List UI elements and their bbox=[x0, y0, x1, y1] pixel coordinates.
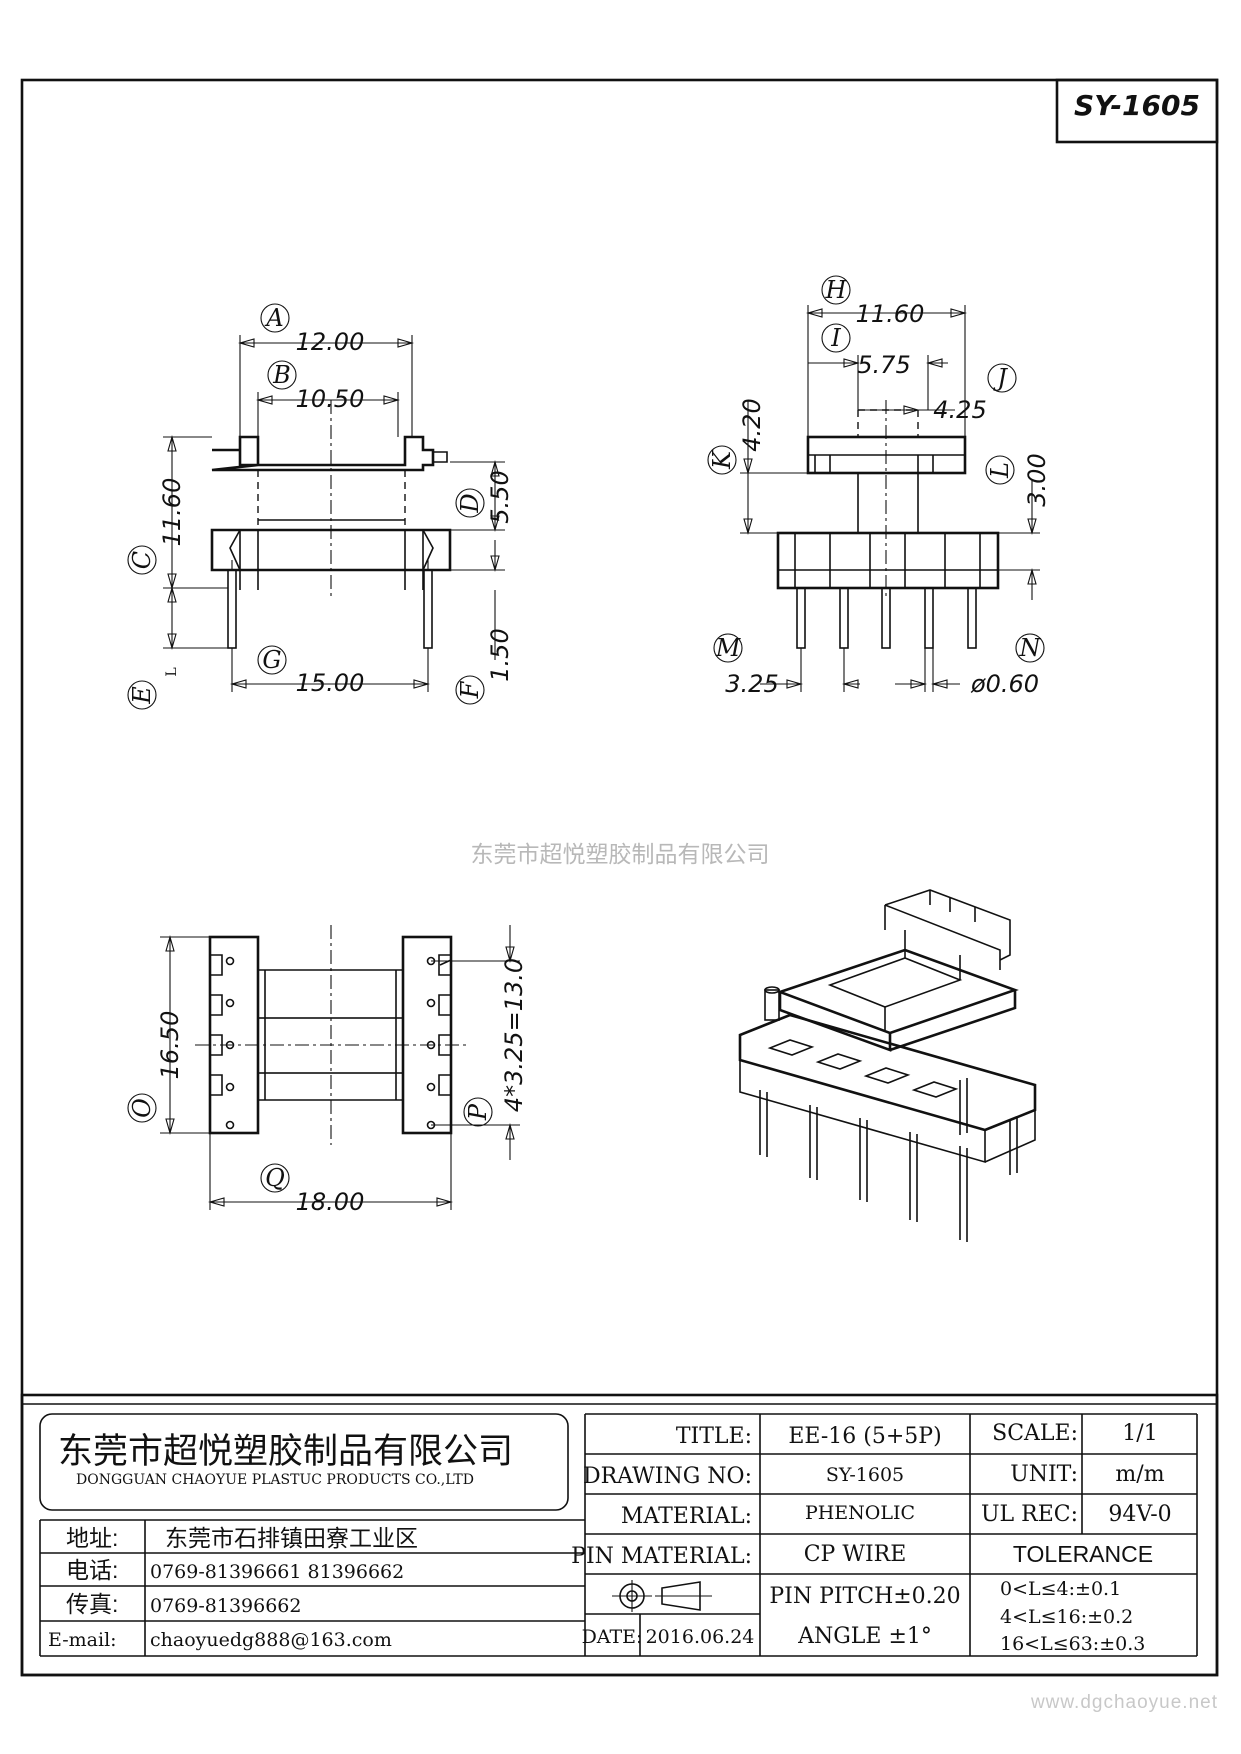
dim-G-value: 15.00 bbox=[296, 669, 365, 697]
pin-material-value: CP WIRE bbox=[804, 1542, 907, 1567]
ul-rec-value: 94V-0 bbox=[1108, 1502, 1171, 1527]
address-label: 地址: bbox=[66, 1525, 118, 1551]
label-L bbox=[985, 455, 1015, 485]
unit-label: UNIT: bbox=[1010, 1462, 1078, 1487]
dim-C-value: 11.60 bbox=[158, 478, 186, 547]
label-D-text: D bbox=[456, 493, 484, 513]
label-P-text: P bbox=[464, 1103, 492, 1121]
material-label: MATERIAL: bbox=[621, 1504, 752, 1529]
projection-symbol-icon bbox=[612, 1580, 712, 1612]
label-H bbox=[821, 275, 851, 305]
label-J bbox=[987, 363, 1017, 393]
drawing-code-box: SY-1605 bbox=[1055, 78, 1219, 144]
company-name-en: DONGGUAN CHAOYUE PLASTUC PRODUCTS CO.,LT… bbox=[76, 1472, 474, 1488]
label-L-text: L bbox=[986, 462, 1014, 479]
label-M bbox=[713, 633, 743, 663]
company-name-cn: 东莞市超悦塑胶制品有限公司 bbox=[58, 1432, 513, 1472]
label-K bbox=[707, 445, 737, 475]
dim-K-value: 4.20 bbox=[738, 398, 766, 451]
dim-L-value: 3.00 bbox=[1023, 453, 1051, 506]
label-O-text: O bbox=[128, 1098, 156, 1118]
ul-rec-label: UL REC: bbox=[981, 1502, 1078, 1527]
side-view: 11.60 H 5.75 I 4.25 J 4.20 K 3.00 L 3.25… bbox=[707, 275, 1051, 698]
label-D bbox=[455, 488, 485, 518]
email-label: E-mail: bbox=[48, 1629, 117, 1651]
label-A bbox=[260, 303, 290, 333]
address: 东莞市石排镇田寮工业区 bbox=[165, 1525, 418, 1551]
label-A-text: A bbox=[264, 304, 283, 332]
phone: 0769-81396661 81396662 bbox=[150, 1561, 404, 1583]
angle-tolerance: ANGLE ±1° bbox=[797, 1624, 932, 1649]
website-url: www.dgchaoyue.net bbox=[1030, 1692, 1218, 1713]
dim-B-value: 10.50 bbox=[296, 385, 365, 413]
label-O bbox=[127, 1093, 157, 1123]
fax: 0769-81396662 bbox=[150, 1595, 301, 1617]
phone-label: 电话: bbox=[66, 1557, 118, 1583]
front-view: 12.00 A 10.50 B 11.60 C L E 5.50 D 1.50 … bbox=[127, 303, 514, 710]
dim-D-value: 5.50 bbox=[486, 470, 514, 523]
material-value: PHENOLIC bbox=[805, 1502, 915, 1524]
tolerance-2: 4<L≤16:±0.2 bbox=[1000, 1606, 1133, 1628]
tolerance-3: 16<L≤63:±0.3 bbox=[1000, 1633, 1145, 1655]
dim-M-value: 3.25 bbox=[725, 670, 778, 698]
label-F bbox=[455, 675, 485, 705]
label-I-text: I bbox=[830, 324, 841, 352]
bottom-view: 16.50 O 4*3.25=13.0 P 18.00 Q bbox=[127, 925, 528, 1216]
dim-Q-value: 18.00 bbox=[296, 1188, 365, 1216]
drawing-code: SY-1605 bbox=[1074, 89, 1200, 122]
scale-label: SCALE: bbox=[992, 1421, 1078, 1446]
date-value: 2016.06.24 bbox=[646, 1626, 755, 1648]
dim-I-value: 5.75 bbox=[857, 351, 910, 379]
label-N-text: N bbox=[1019, 634, 1042, 662]
label-N bbox=[1015, 633, 1045, 663]
dim-J-value: 4.25 bbox=[933, 396, 986, 424]
label-I bbox=[821, 323, 851, 353]
dim-L-text: L bbox=[164, 667, 180, 676]
title-block: 东莞市超悦塑胶制品有限公司 DONGGUAN CHAOYUE PLASTUC P… bbox=[20, 1393, 1219, 1677]
label-H-text: H bbox=[825, 276, 848, 304]
unit-value: m/m bbox=[1115, 1462, 1164, 1487]
dim-N-value: ø0.60 bbox=[970, 670, 1039, 698]
label-F-text: F bbox=[456, 680, 484, 699]
scale-value: 1/1 bbox=[1122, 1421, 1157, 1446]
label-Q-text: Q bbox=[265, 1164, 285, 1192]
pin-pitch: PIN PITCH±0.20 bbox=[769, 1584, 960, 1609]
label-J-text: J bbox=[992, 364, 1008, 392]
watermark: 东莞市超悦塑胶制品有限公司 bbox=[471, 842, 770, 868]
drawing-no-value: SY-1605 bbox=[826, 1464, 904, 1486]
label-M-text: M bbox=[715, 634, 742, 662]
label-E bbox=[127, 680, 157, 710]
label-G bbox=[257, 645, 287, 675]
dim-O-value: 16.50 bbox=[156, 1011, 184, 1080]
title-value: EE-16 (5+5P) bbox=[788, 1424, 941, 1449]
label-B bbox=[267, 360, 297, 390]
label-C bbox=[127, 545, 157, 575]
dim-H-value: 11.60 bbox=[856, 300, 925, 328]
label-K-text: K bbox=[708, 449, 736, 470]
label-G-text: G bbox=[262, 646, 281, 674]
fax-label: 传真: bbox=[66, 1591, 118, 1617]
label-E-text: E bbox=[128, 686, 156, 705]
tolerance-1: 0<L≤4:±0.1 bbox=[1000, 1578, 1121, 1600]
pin-material-label: PIN MATERIAL: bbox=[571, 1544, 752, 1569]
tolerance-label: TOLERANCE bbox=[1013, 1541, 1153, 1567]
title-label: TITLE: bbox=[676, 1424, 752, 1449]
dim-P-value: 4*3.25=13.0 bbox=[500, 958, 528, 1112]
dim-A-value: 12.00 bbox=[296, 328, 365, 356]
date-label: DATE: bbox=[582, 1626, 643, 1648]
email: chaoyuedg888@163.com bbox=[150, 1629, 392, 1651]
drawing-no-label: DRAWING NO: bbox=[583, 1464, 752, 1489]
dim-F-value: 1.50 bbox=[486, 628, 514, 681]
label-C-text: C bbox=[128, 551, 156, 569]
label-P bbox=[463, 1097, 493, 1127]
isometric-view bbox=[738, 889, 1037, 1242]
label-Q bbox=[260, 1163, 290, 1193]
label-B-text: B bbox=[272, 361, 291, 389]
